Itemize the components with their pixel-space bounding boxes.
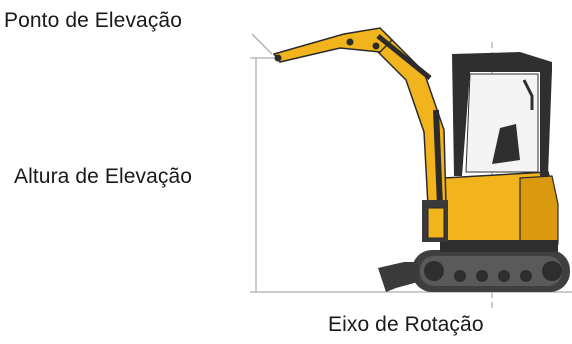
cab-canopy: [452, 52, 552, 176]
track-rollers: [424, 261, 562, 282]
boom: [349, 31, 447, 207]
arm-cylinder: [376, 34, 432, 80]
counterweight: [519, 175, 559, 245]
arm: [272, 27, 394, 63]
cab-seat: [492, 124, 520, 164]
dozer-blade: [378, 262, 418, 292]
lift-point-leader: [251, 33, 273, 55]
cab-window: [465, 73, 539, 173]
undercarriage: [378, 250, 570, 292]
house-base: [440, 240, 558, 252]
upper-structure: [440, 52, 559, 252]
rotation-axis-label: Eixo de Rotação: [328, 313, 484, 336]
lift-point-label: Ponto de Elevação: [4, 9, 182, 32]
cab-handrail: [522, 79, 534, 110]
swing-bracket-plate: [427, 207, 445, 239]
boom-cylinder: [433, 109, 443, 207]
lift-height-label: Altura de Elevação: [14, 165, 193, 188]
boom-arm-assembly: [272, 27, 448, 242]
